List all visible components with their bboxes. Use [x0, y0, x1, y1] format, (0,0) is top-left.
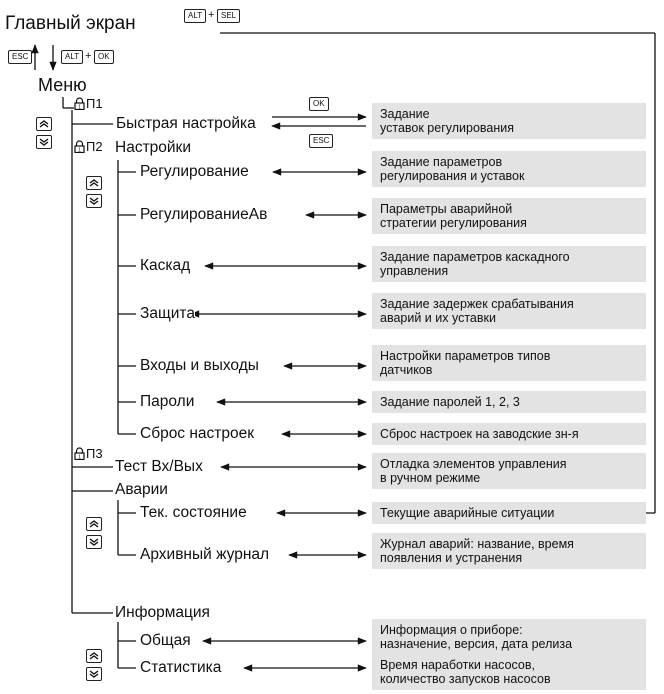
description-line: Информация о приборе: — [380, 623, 523, 637]
access-label: П1 — [86, 96, 103, 111]
description-protection: Задание задержек срабатывания аварий и и… — [372, 293, 646, 329]
ok-key: OK — [309, 97, 329, 111]
submenu-item-statistics[interactable]: Статистика — [140, 659, 222, 676]
description-regulation-av: Параметры аварийной стратегии регулирова… — [372, 198, 646, 234]
submenu-item-io[interactable]: Входы и выходы — [140, 357, 259, 374]
svg-text:1: 1 — [78, 148, 81, 154]
submenu-item-protection[interactable]: Защита — [140, 305, 195, 322]
submenu-item-reset[interactable]: Сброс настроек — [140, 425, 255, 442]
description-line: Настройки параметров типов — [380, 349, 551, 363]
alarms-nav-up-button[interactable] — [86, 517, 102, 531]
submenu-item-current-state[interactable]: Тек. состояние — [140, 504, 247, 521]
description-line: Сброс настроек на заводские зн-я — [380, 427, 579, 441]
access-label: П3 — [86, 446, 103, 461]
double-chevron-down-icon — [39, 138, 49, 146]
double-chevron-down-icon — [89, 670, 99, 678]
submenu-item-regulation-av[interactable]: РегулированиеАв — [140, 206, 268, 223]
submenu-item-cascade[interactable]: Каскад — [140, 257, 191, 274]
description-line: Журнал аварий: название, время — [380, 537, 574, 551]
double-chevron-up-icon — [89, 520, 99, 528]
alarms-nav-down-button[interactable] — [86, 535, 102, 549]
nav-down-button[interactable] — [36, 135, 52, 149]
svg-text:1: 1 — [78, 455, 81, 461]
description-line: стратегии регулирования — [380, 216, 527, 230]
submenu-item-archive-journal[interactable]: Архивный журнал — [140, 546, 270, 563]
description-line: в ручном режиме — [380, 471, 481, 485]
description-line: Задание — [380, 107, 430, 121]
plus-sign: + — [85, 50, 92, 62]
description-io: Настройки параметров типов датчиков — [372, 345, 646, 381]
description-general: Информация о приборе: назначение, версия… — [372, 619, 646, 655]
description-regulation: Задание параметров регулирования и устав… — [372, 151, 646, 187]
lock-icon: 1 — [74, 447, 85, 460]
access-level-p2: 1 П2 — [74, 140, 103, 153]
description-line: регулирования и уставок — [380, 169, 525, 183]
settings-nav-up-button[interactable] — [86, 176, 102, 190]
description-line: аварий и их уставки — [380, 311, 496, 325]
main-screen-title: Главный экран — [5, 13, 136, 34]
menu-title: Меню — [38, 75, 87, 95]
description-current-state: Текущие аварийные ситуации — [372, 502, 646, 524]
double-chevron-down-icon — [89, 197, 99, 205]
description-line: Отладка элементов управления — [380, 457, 567, 471]
menu-item-alarms[interactable]: Аварии — [115, 481, 168, 498]
alt-key: ALT — [184, 9, 207, 23]
description-line: Параметры аварийной — [380, 202, 513, 216]
description-statistics: Время наработки насосов, количество запу… — [372, 654, 646, 690]
access-level-p1: 1 П1 — [74, 97, 103, 110]
sel-key: SEL — [217, 9, 241, 23]
alt-key: ALT — [61, 50, 84, 64]
double-chevron-down-icon — [89, 538, 99, 546]
plus-sign: + — [208, 9, 215, 21]
description-line: Задание задержек срабатывания — [380, 297, 574, 311]
menu-item-quick-setup[interactable]: Быстрая настройка — [116, 115, 256, 132]
double-chevron-up-icon — [89, 179, 99, 187]
description-line: управления — [380, 264, 449, 278]
description-line: назначение, версия, дата релиза — [380, 637, 573, 651]
description-line: Время наработки насосов, — [380, 658, 535, 672]
description-line: количество запусков насосов — [380, 672, 551, 686]
svg-text:1: 1 — [78, 105, 81, 111]
esc-key: ESC — [309, 134, 334, 148]
description-line: Задание параметров каскадного — [380, 250, 570, 264]
description-line: появления и устранения — [380, 551, 523, 565]
settings-nav-down-button[interactable] — [86, 194, 102, 208]
menu-item-information[interactable]: Информация — [115, 604, 210, 621]
lock-icon: 1 — [74, 140, 85, 153]
access-level-p3: 1 П3 — [74, 447, 103, 460]
description-line: Задание параметров — [380, 155, 503, 169]
description-line: Текущие аварийные ситуации — [380, 506, 555, 520]
menu-item-settings[interactable]: Настройки — [115, 139, 192, 156]
ok-key: OK — [94, 50, 114, 64]
description-archive-journal: Журнал аварий: название, время появления… — [372, 533, 646, 569]
lock-icon: 1 — [74, 97, 85, 110]
description-cascade: Задание параметров каскадного управления — [372, 246, 646, 282]
double-chevron-up-icon — [89, 652, 99, 660]
info-nav-down-button[interactable] — [86, 667, 102, 681]
submenu-item-regulation[interactable]: Регулирование — [140, 163, 249, 180]
description-passwords: Задание паролей 1, 2, 3 — [372, 391, 646, 413]
menu-item-test-io[interactable]: Тест Вх/Вых — [115, 458, 203, 475]
access-label: П2 — [86, 139, 103, 154]
description-test-io: Отладка элементов управления в ручном ре… — [372, 453, 646, 489]
nav-up-button[interactable] — [36, 117, 52, 131]
description-line: Задание паролей 1, 2, 3 — [380, 395, 520, 409]
submenu-item-passwords[interactable]: Пароли — [140, 393, 195, 410]
description-line: датчиков — [380, 363, 433, 377]
esc-key: ESC — [8, 50, 33, 64]
description-reset: Сброс настроек на заводские зн-я — [372, 423, 646, 445]
submenu-item-general[interactable]: Общая — [140, 632, 191, 649]
description-line: уставок регулирования — [380, 121, 515, 135]
double-chevron-up-icon — [39, 120, 49, 128]
info-nav-up-button[interactable] — [86, 649, 102, 663]
description-quick-setup: Задание уставок регулирования — [372, 103, 646, 139]
